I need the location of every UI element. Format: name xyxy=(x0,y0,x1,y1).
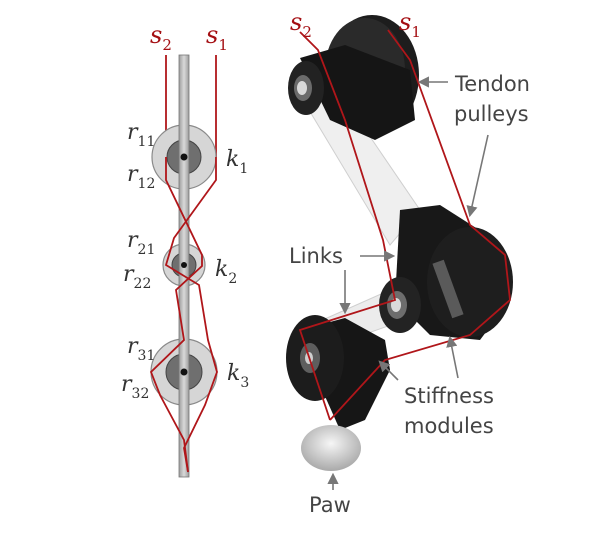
r21-label: r21 xyxy=(127,228,155,258)
r11-label: r11 xyxy=(127,120,155,150)
render-s1-label: s1 xyxy=(399,8,421,41)
r32-label: r32 xyxy=(121,372,149,402)
schematic-s2-label: s2 xyxy=(150,21,172,54)
hip-housing xyxy=(300,45,415,140)
knee-pulley-large xyxy=(427,227,513,337)
render-tendon-s2 xyxy=(298,31,397,421)
tendon-pulleys-label: Tendon xyxy=(454,72,530,96)
k1-label: k1 xyxy=(226,147,248,177)
k2-label: k2 xyxy=(215,257,237,287)
tendon-pulleys-label-2: pulleys xyxy=(454,102,529,126)
tendon-s2-route xyxy=(149,157,203,473)
r31-label: r31 xyxy=(127,334,155,364)
links-label: Links xyxy=(289,244,343,268)
stiffness-modules-label-2: modules xyxy=(404,414,494,438)
leg-render: s2 s1 Tendon pulleys Links Stiffness mod… xyxy=(286,8,530,517)
stiffness-spring xyxy=(432,259,464,319)
stiffness-arrow-left xyxy=(378,360,399,381)
schematic-s1-label: s1 xyxy=(206,21,228,54)
stiffness-modules-label: Stiffness xyxy=(404,384,494,408)
render-s2-label: s2 xyxy=(290,8,312,41)
stiffness-arrow-right xyxy=(446,335,459,379)
r22-label: r22 xyxy=(123,262,151,292)
paw-label: Paw xyxy=(309,493,351,517)
r12-label: r12 xyxy=(127,162,155,192)
tendon-pulleys-arrow-bottom xyxy=(466,134,489,218)
k3-label: k3 xyxy=(227,361,249,391)
tendon-s1-route xyxy=(164,157,218,473)
schematic: s2 s1 r11 r12 k1 r21 r22 k2 r31 r32 xyxy=(121,21,249,478)
paw xyxy=(301,425,361,471)
